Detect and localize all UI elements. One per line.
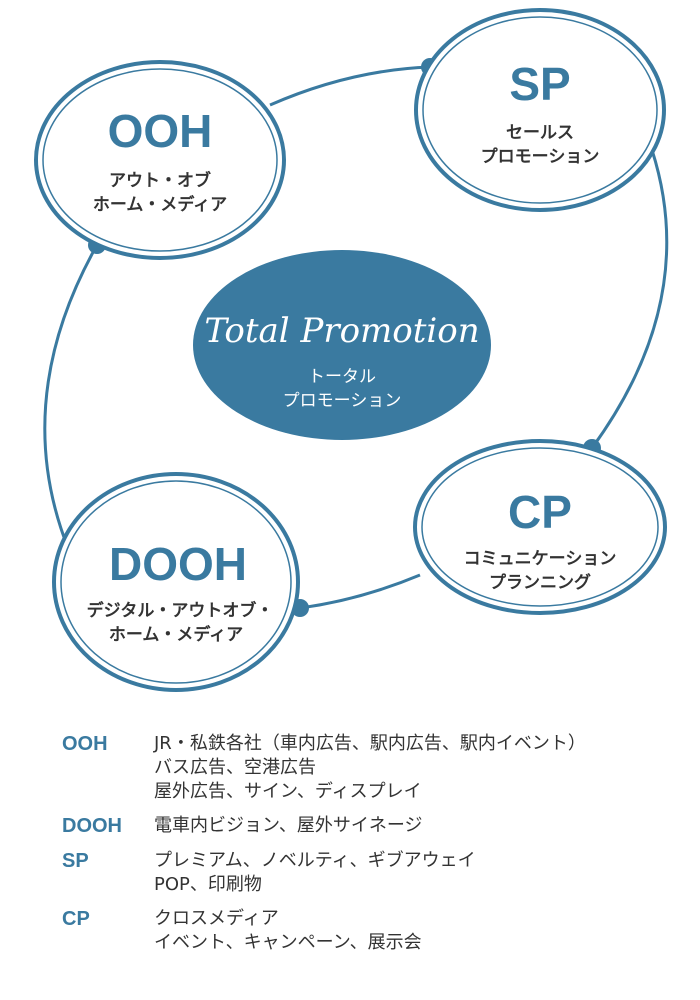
promotion-diagram: OOH アウト・オブ ホーム・メディア SP セールス プロモーション CP コ…: [34, 8, 669, 692]
center-title: Total Promotion: [204, 311, 479, 351]
legend-line: 電車内ビジョン、屋外サイネージ: [154, 815, 423, 836]
connector-lines: [43, 65, 669, 610]
node-abbr: DOOH: [109, 538, 247, 590]
legend-key: CP: [62, 908, 90, 930]
center-sub: プロモーション: [283, 391, 402, 411]
legend-row-ooh: OOH JR・私鉄各社（車内広告、駅内広告、駅内イベント） バス広告、空港広告 …: [62, 732, 682, 804]
legend-line: プレミアム、ノベルティ、ギブアウェイ: [154, 850, 476, 871]
node-sub: プロモーション: [481, 146, 600, 167]
legend-key: SP: [62, 850, 89, 872]
legend-row-dooh: DOOH 電車内ビジョン、屋外サイネージ: [62, 814, 682, 839]
center-node: Total Promotion トータル プロモーション: [193, 250, 491, 440]
node-abbr: OOH: [108, 105, 213, 157]
node-dooh: DOOH デジタル・アウトオブ・ ホーム・メディア: [52, 472, 300, 692]
legend-row-cp: CP クロスメディア イベント、キャンペーン、展示会: [62, 907, 682, 955]
connector-sp-cp: [590, 149, 669, 449]
legend-key: OOH: [62, 733, 108, 755]
legend-key: DOOH: [62, 815, 122, 837]
connector-dooh-ooh: [43, 244, 99, 549]
node-sub: セールス: [506, 123, 574, 143]
legend-line: POP、印刷物: [154, 874, 262, 895]
node-sub: プランニング: [489, 572, 591, 593]
legend-line: クロスメディア: [154, 908, 279, 929]
connector-cp-dooh: [299, 573, 421, 610]
legend-line: JR・私鉄各社（車内広告、駅内広告、駅内イベント）: [154, 733, 586, 754]
node-abbr: CP: [508, 486, 572, 538]
node-sub: ホーム・メディア: [93, 194, 227, 215]
connector-ooh-sp: [269, 65, 431, 107]
node-sub: デジタル・アウトオブ・: [87, 600, 274, 621]
node-sub: ホーム・メディア: [109, 624, 243, 645]
node-sp: SP セールス プロモーション: [414, 8, 666, 212]
legend-line: バス広告、空港広告: [154, 757, 316, 778]
node-cp: CP コミュニケーション プランニング: [413, 439, 667, 615]
legend-line: 屋外広告、サイン、ディスプレイ: [154, 781, 422, 802]
node-sub: アウト・オブ: [109, 170, 211, 191]
legend-row-sp: SP プレミアム、ノベルティ、ギブアウェイ POP、印刷物: [62, 849, 682, 897]
center-sub: トータル: [308, 367, 376, 387]
legend-line: イベント、キャンペーン、展示会: [154, 932, 422, 953]
node-sub: コミュニケーション: [464, 549, 617, 569]
node-abbr: SP: [509, 58, 570, 110]
node-ooh: OOH アウト・オブ ホーム・メディア: [34, 60, 286, 260]
legend: OOH JR・私鉄各社（車内広告、駅内広告、駅内イベント） バス広告、空港広告 …: [62, 732, 682, 965]
